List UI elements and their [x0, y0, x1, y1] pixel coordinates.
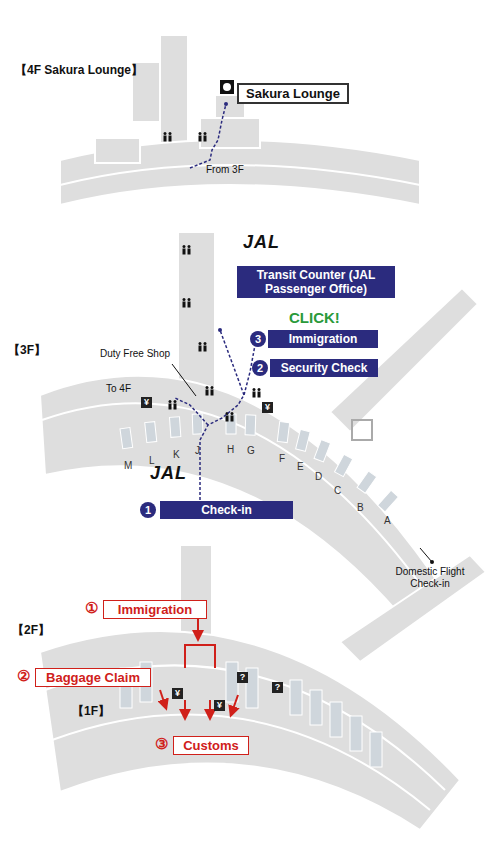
box-text: Immigration: [274, 332, 372, 346]
airline-logo: JAL: [150, 463, 187, 484]
note: From 3F: [206, 164, 244, 175]
click-note: CLICK!: [289, 309, 340, 326]
departure-step-box: Check-in: [160, 501, 293, 519]
counter-letter: H: [227, 444, 234, 455]
check-in-island: [145, 422, 157, 443]
counter-letter: B: [357, 502, 364, 513]
check-in-island: [335, 454, 353, 476]
counter-letter: F: [279, 453, 285, 464]
counter-letter: C: [334, 485, 341, 496]
atm-symbol: ¥: [172, 688, 183, 699]
box-text: Immigration: [109, 602, 201, 617]
box-text: Transit Counter (JAL Passenger Office): [243, 268, 389, 296]
airline-logo: JAL: [243, 232, 280, 253]
atm-symbol: ¥: [214, 700, 225, 711]
check-in-island: [277, 422, 289, 443]
callout-number: ①: [85, 599, 98, 617]
counter-letter: J: [195, 445, 200, 456]
box-text: Customs: [179, 738, 243, 753]
callout-number: 2: [252, 360, 268, 376]
departure-step-box: Transit Counter (JAL Passenger Office): [237, 266, 395, 298]
check-in-island: [296, 429, 311, 451]
departure-step-box: Immigration: [268, 330, 378, 348]
callout-number: 1: [140, 502, 156, 518]
counter-letter: A: [384, 515, 391, 526]
check-in-island: [378, 490, 399, 512]
floor-heading: 【1F】: [72, 703, 110, 720]
box-text: Security Check: [276, 361, 372, 375]
atm-symbol: ¥: [262, 402, 273, 413]
atm-symbol: ¥: [141, 397, 152, 408]
info-symbol: ?: [237, 672, 248, 683]
floor-heading: 【3F】: [8, 342, 46, 359]
note: Domestic Flight Check-in: [390, 566, 470, 590]
floor-heading: 【2F】: [12, 622, 50, 639]
box-text: Check-in: [166, 503, 287, 517]
note: To 4F: [106, 383, 131, 394]
lounge-box: Sakura Lounge: [237, 83, 349, 104]
counter-letter: E: [297, 461, 304, 472]
arrival-step-box: Immigration: [103, 600, 207, 619]
check-in-island: [357, 471, 377, 493]
callout-number: 3: [250, 331, 266, 347]
shop-label: Duty Free Shop: [100, 348, 170, 359]
box-text: Sakura Lounge: [245, 86, 341, 101]
departure-step-box: Security Check: [270, 359, 378, 377]
arrival-step-box: Baggage Claim: [35, 668, 151, 687]
counter-letter: M: [124, 460, 132, 471]
box-text: Baggage Claim: [41, 670, 145, 685]
callout-number: ②: [17, 667, 30, 685]
check-in-island: [169, 417, 180, 438]
check-in-island: [245, 415, 256, 435]
check-in-island: [314, 440, 331, 462]
arrival-step-box: Customs: [173, 736, 249, 755]
counter-letter: K: [173, 449, 180, 460]
counter-letter: D: [315, 471, 322, 482]
counter-letter: G: [247, 445, 255, 456]
info-symbol: ?: [272, 682, 283, 693]
floor-heading: 【4F Sakura Lounge】: [15, 62, 143, 79]
callout-number: ③: [155, 735, 168, 753]
check-in-island: [120, 428, 133, 449]
